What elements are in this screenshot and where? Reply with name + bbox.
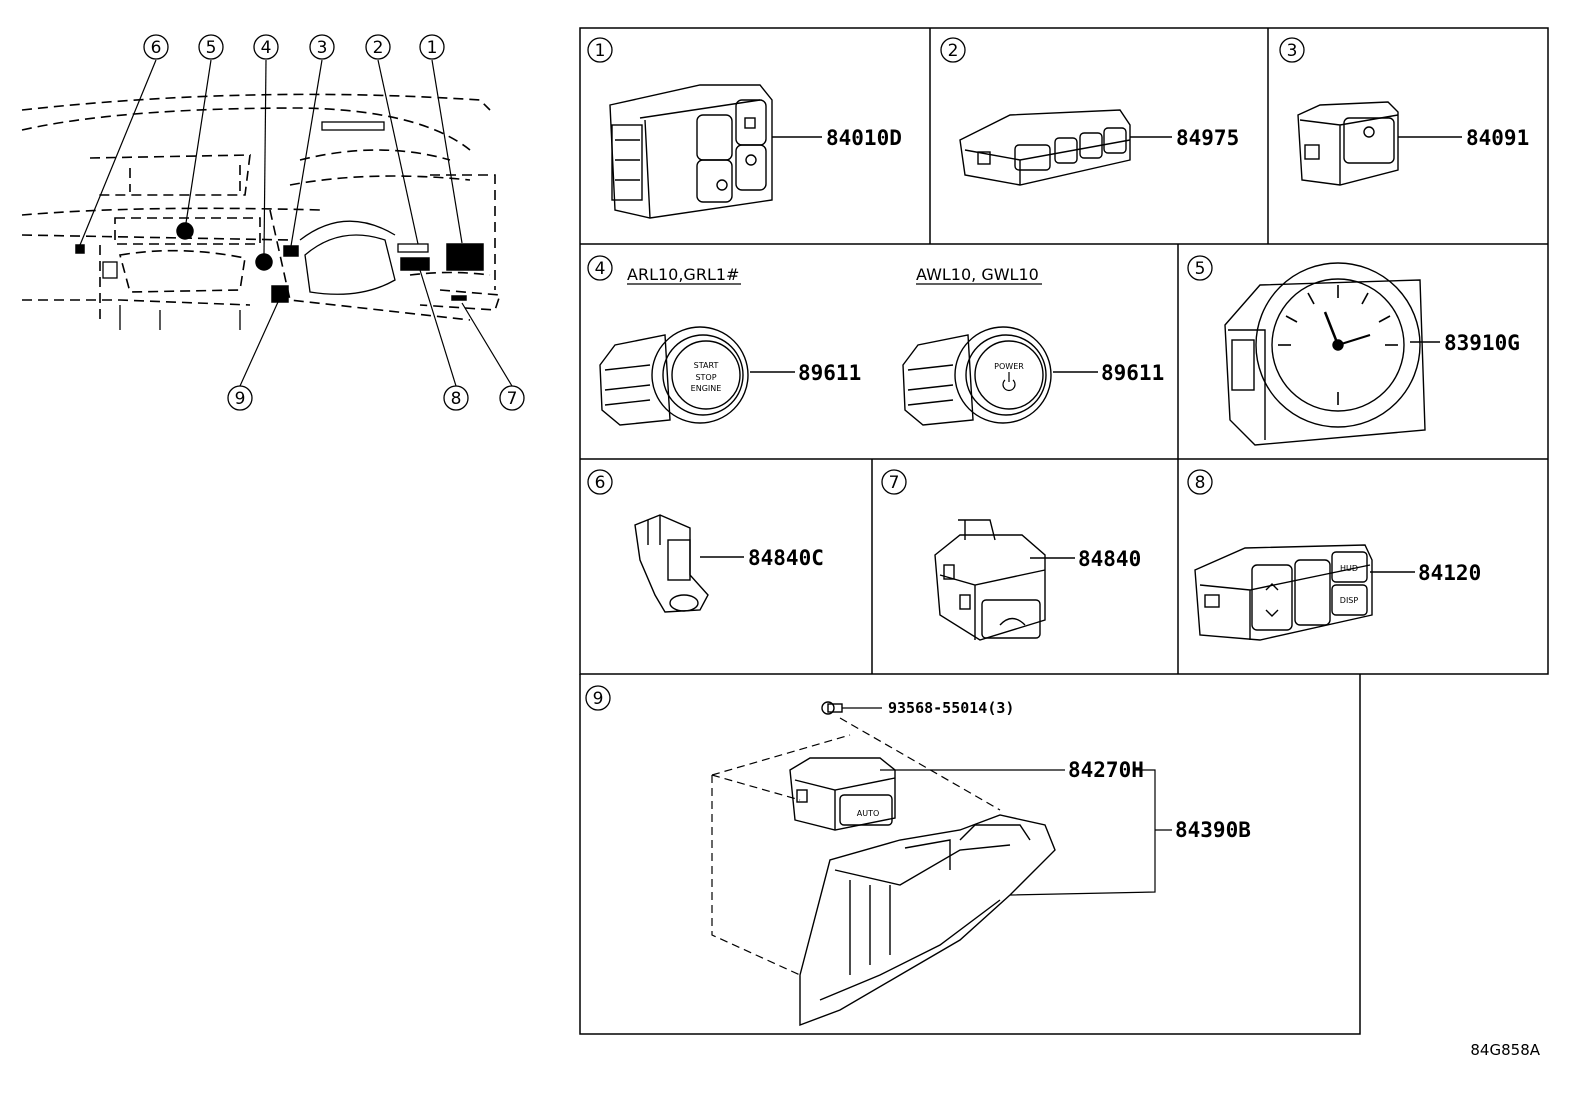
panel-9-number: 9 — [593, 689, 604, 709]
engine-label: ENGINE — [691, 384, 722, 393]
clock-83910g — [1224, 262, 1440, 446]
part-number-89611-b: 89611 — [1101, 361, 1164, 385]
callout-2: 2 — [373, 38, 384, 58]
marker-8 — [400, 257, 430, 271]
switch-84010d — [609, 84, 822, 219]
power-switch: POWER — [902, 326, 1098, 426]
marker-9 — [271, 285, 289, 303]
callout-7: 7 — [507, 389, 518, 409]
callout-8: 8 — [451, 389, 462, 409]
panel-4-number: 4 — [595, 259, 606, 279]
disp-label: DISP — [1340, 596, 1359, 605]
panel-grid — [579, 27, 1549, 1035]
part-number-84091: 84091 — [1466, 126, 1529, 150]
part-number-93568-55014: 93568-55014(3) — [888, 699, 1014, 717]
callout-9: 9 — [235, 389, 246, 409]
callout-3: 3 — [317, 38, 328, 58]
panel-1-number: 1 — [595, 41, 606, 61]
panel-8-number: 8 — [1195, 473, 1206, 493]
marker-3 — [283, 245, 299, 257]
part-number-84975: 84975 — [1176, 126, 1239, 150]
power-label: POWER — [994, 362, 1024, 371]
part-number-84270h: 84270H — [1068, 758, 1144, 782]
part-number-84840c: 84840C — [748, 546, 824, 570]
panel-3-number: 3 — [1287, 41, 1298, 61]
dashboard-overview: 1 2 3 4 5 6 7 8 9 — [21, 34, 525, 411]
variant-label-a: ARL10,GRL1# — [627, 265, 739, 284]
callout-4: 4 — [261, 38, 272, 58]
variant-label-b: AWL10, GWL10 — [916, 265, 1039, 284]
panel-2-number: 2 — [948, 41, 959, 61]
part-number-89611-a: 89611 — [798, 361, 861, 385]
diagram-code: 84G858A — [1470, 1041, 1540, 1059]
marker-5 — [176, 222, 194, 240]
callout-6: 6 — [151, 38, 162, 58]
marker-6 — [75, 244, 85, 254]
glove-box-assembly: AUTO — [711, 701, 1172, 1027]
hud-label: HUD — [1340, 564, 1358, 573]
auto-label: AUTO — [857, 809, 880, 818]
callout-1: 1 — [427, 38, 438, 58]
panel-6-number: 6 — [595, 473, 606, 493]
marker-1 — [446, 243, 484, 271]
part-number-83910g: 83910G — [1444, 331, 1520, 355]
switch-84840 — [934, 519, 1075, 641]
switch-84091 — [1297, 101, 1462, 186]
stop-label: STOP — [695, 373, 716, 382]
start-label: START — [694, 361, 719, 370]
switch-84840c — [634, 514, 744, 613]
panel-7-number: 7 — [889, 473, 900, 493]
panel-5-number: 5 — [1195, 259, 1206, 279]
switch-84975 — [959, 109, 1172, 186]
part-number-84120: 84120 — [1418, 561, 1481, 585]
part-number-84840: 84840 — [1078, 547, 1141, 571]
marker-4 — [255, 253, 273, 271]
start-stop-switch: START STOP ENGINE — [599, 326, 795, 426]
marker-7 — [451, 295, 467, 301]
marker-2 — [397, 243, 429, 253]
part-number-84390b: 84390B — [1175, 818, 1251, 842]
callout-5: 5 — [206, 38, 217, 58]
switch-84120: HUD DISP — [1194, 544, 1415, 641]
part-number-84010d: 84010D — [826, 126, 902, 150]
